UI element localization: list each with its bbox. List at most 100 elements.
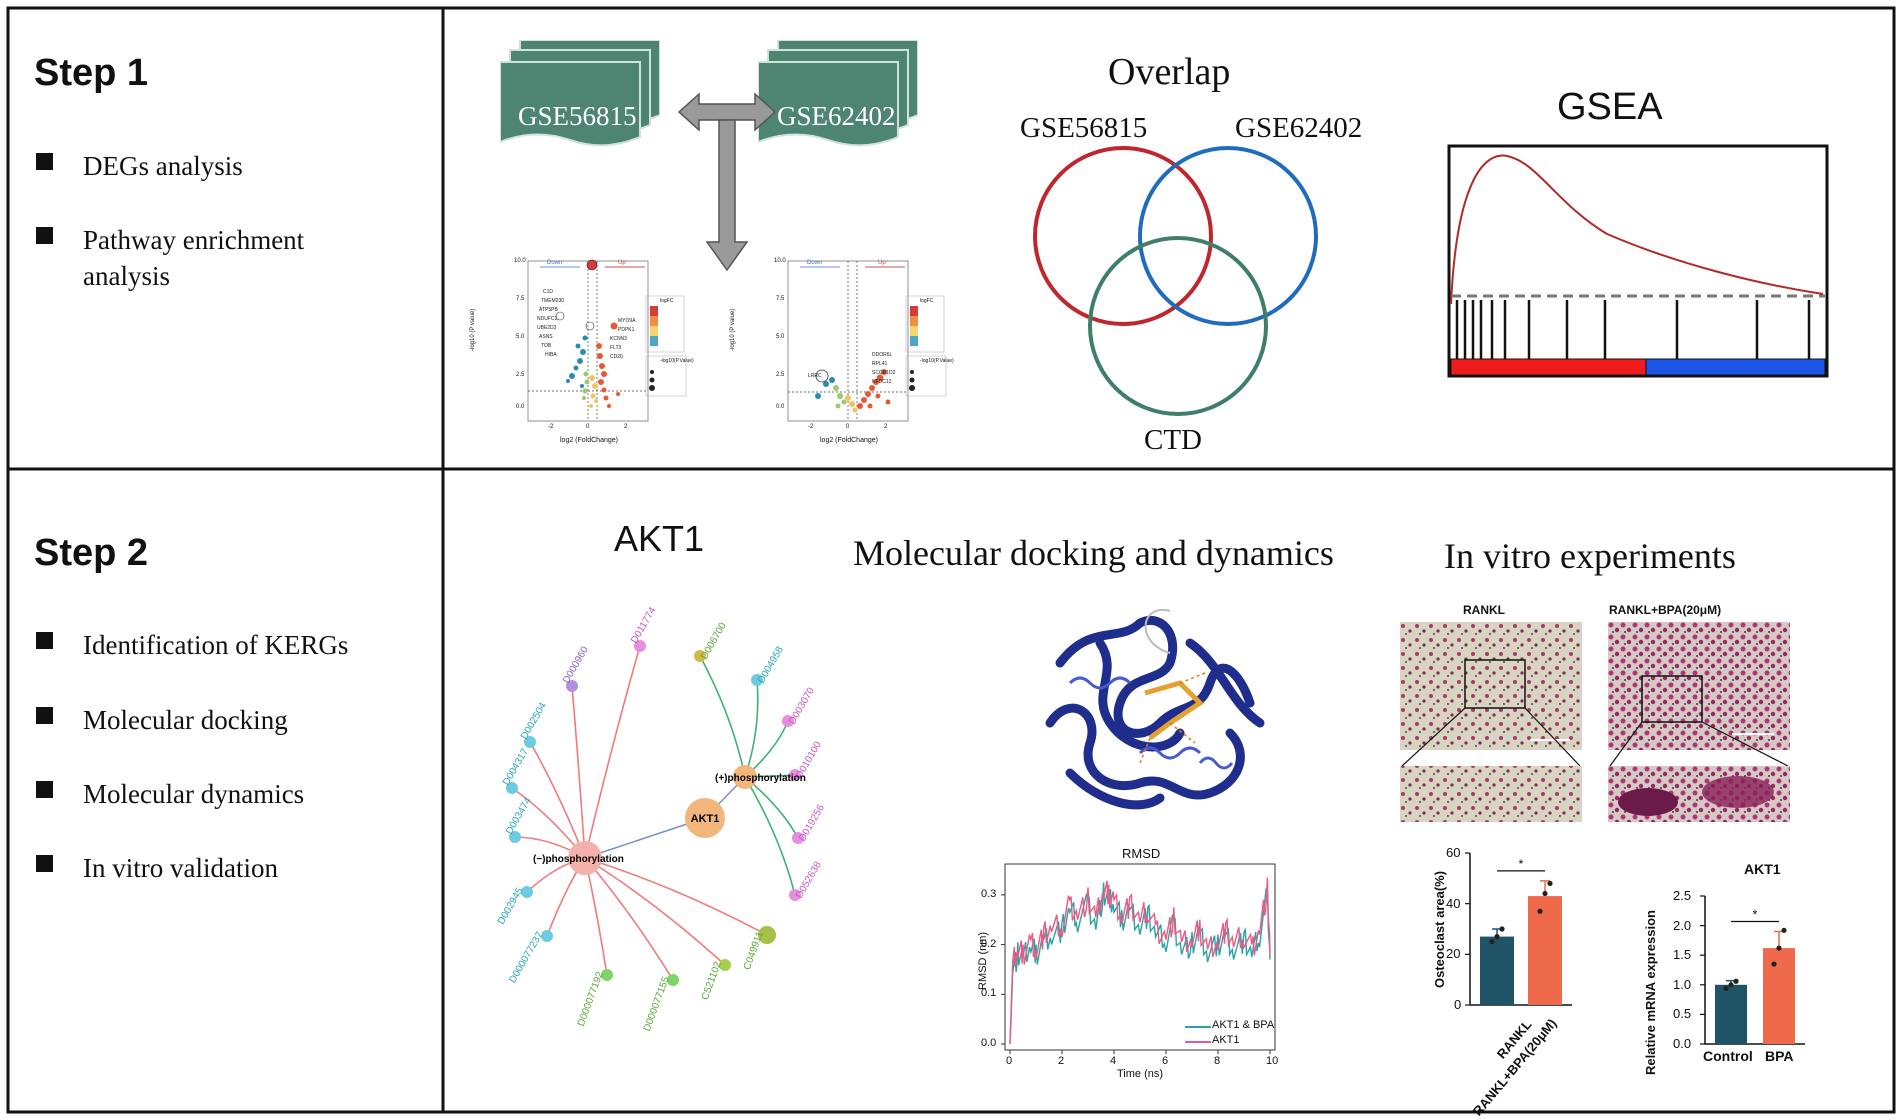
- network-node: [789, 889, 801, 901]
- network-node: [751, 674, 763, 686]
- volcano2-gene-label: NFDC12: [872, 379, 892, 385]
- volcano2-legend-logfc: logFC: [920, 298, 934, 304]
- bar-point: [1489, 939, 1495, 945]
- volcano2-legend-p: -log10(P.Value): [920, 358, 954, 364]
- volcano2-gene-label: SCGB1D2: [872, 370, 896, 376]
- network-node: [509, 831, 521, 843]
- volcano2-gene-label: RPL41: [872, 361, 888, 367]
- bar-ytick-label: 60: [1446, 845, 1461, 860]
- bar-point: [1542, 890, 1548, 897]
- bar2-ylabel: Relative mRNA expression: [1643, 910, 1658, 1075]
- bar-point: [1499, 926, 1505, 932]
- volcano1-gene-label: C1D: [543, 289, 554, 295]
- network-node-label: D004958: [756, 644, 786, 685]
- step2-bullet-1: Identification of KERGs: [36, 627, 348, 663]
- center-node-label: AKT1: [691, 813, 720, 825]
- bar-ytick-label: 0: [1454, 997, 1462, 1012]
- network-node: [789, 769, 801, 781]
- volcano1-ytick-2: 5.0: [516, 334, 525, 340]
- network-node-label: D000960: [561, 644, 591, 685]
- dataset-stack-1: [500, 40, 660, 147]
- network-node: [634, 640, 646, 652]
- network-node-label: D003474: [504, 795, 534, 836]
- bar-mark: [1763, 948, 1795, 1044]
- venn-diagram: [1033, 146, 1318, 416]
- volcano1-xlabel: log2 (FoldChange): [560, 437, 618, 444]
- bar-point: [1728, 982, 1734, 988]
- network-node: [782, 715, 794, 727]
- rmsd-xtick-label: 4: [1110, 1055, 1117, 1067]
- network-node-label: C049911: [742, 930, 766, 972]
- gsea-title: GSEA: [1557, 86, 1663, 128]
- volcano1-down: Down: [547, 260, 563, 266]
- volcano1-xtick-0: -2: [548, 424, 554, 430]
- rmsd-legend-1: AKT1 & BPA: [1212, 1019, 1275, 1031]
- bar-ytick-label: 2.0: [1673, 917, 1692, 933]
- micrograph-rankl-bpa: [1608, 622, 1790, 822]
- bar-ytick-label: 40: [1446, 895, 1461, 911]
- rmsd-xtick-label: 8: [1214, 1055, 1221, 1067]
- rmsd-title: RMSD: [1122, 846, 1161, 861]
- network-node: [506, 782, 518, 794]
- bar-mark: [1528, 896, 1562, 1005]
- volcano2-gene-label: LRRC: [808, 373, 822, 379]
- bar-ytick-label: 20: [1446, 946, 1461, 962]
- docking-title: Molecular docking and dynamics: [853, 533, 1334, 573]
- venn-label-3: CTD: [1144, 424, 1202, 456]
- volcano1-gene-label: ATP5PB: [539, 307, 558, 313]
- micrograph-rankl: [1400, 622, 1582, 822]
- rmsd-chart: [1001, 863, 1276, 1054]
- bar-point: [1733, 978, 1739, 984]
- volcano1-gene-label: MYO9A: [618, 318, 636, 324]
- volcano2-xtick-0: -2: [808, 424, 814, 430]
- rmsd-xtick-label: 6: [1162, 1055, 1169, 1067]
- akt1-network: D006700D004958D003070D010100D019256D0526…: [496, 605, 827, 1033]
- volcano1-gene-label: PDPK1: [618, 327, 635, 333]
- venn-label-2: GSE62402: [1235, 112, 1363, 144]
- rmsd-ytick-label: 0.2: [981, 937, 997, 950]
- invitro-label-1: RANKL: [1463, 603, 1505, 617]
- rmsd-ytick-label: 0.0: [981, 1037, 997, 1049]
- network-node-label: D000077192: [576, 970, 606, 1028]
- network-node-label: D052638: [794, 859, 824, 900]
- volcano1-ytick-1: 7.5: [516, 296, 525, 302]
- rmsd-legend-swatches: [1185, 1026, 1211, 1043]
- bar-point: [1547, 880, 1553, 886]
- step2-bullet-3: Molecular dynamics: [36, 776, 304, 812]
- volcano-plot-1: [527, 259, 687, 422]
- volcano1-ytick-3: 2.5: [516, 372, 525, 378]
- volcano1-gene-label: TMEM230: [541, 298, 565, 304]
- network-node-label: D002504: [519, 700, 549, 741]
- volcano1-gene-label: CD20: [610, 354, 623, 360]
- bar-point: [1781, 927, 1787, 933]
- network-edge: [584, 857, 768, 936]
- network-edge: [584, 857, 726, 966]
- volcano2-up: Up: [878, 260, 886, 266]
- step1-title: Step 1: [34, 52, 149, 94]
- step1-bullet-1: DEGs analysis: [36, 148, 243, 184]
- volcano2-ytick-2: 5.0: [776, 334, 785, 340]
- network-node: [719, 959, 731, 971]
- bar-ytick-label: 0.0: [1673, 1036, 1692, 1051]
- network-edge: [744, 679, 759, 778]
- network-node: [524, 736, 536, 748]
- bar-mark: [1715, 984, 1747, 1044]
- network-node-label: D000077237: [507, 930, 545, 985]
- volcano1-gene-label: UBE2D3: [537, 325, 557, 331]
- volcano1-legend-p: -log10(P.Value): [660, 358, 694, 364]
- volcano1-gene-label: ASNS: [539, 334, 553, 340]
- network-node-label: D019256: [797, 802, 827, 843]
- network-node-label: D004317: [501, 746, 531, 787]
- bar-point: [1771, 961, 1777, 967]
- step2-bullet-2: Molecular docking: [36, 702, 288, 738]
- significance-star: *: [1753, 908, 1758, 922]
- osteoclast-bar-chart: *: [1465, 852, 1572, 1006]
- rmsd-ytick-label: 0.1: [981, 987, 997, 1000]
- hub-node-negative: [568, 841, 602, 875]
- venn-label-1: GSE56815: [1020, 112, 1148, 144]
- overlap-title: Overlap: [1108, 51, 1231, 93]
- volcano1-gene-label: TOB: [541, 343, 552, 349]
- volcano1-ytick-4: 0.0: [516, 404, 525, 410]
- volcano1-gene-label: KCNN3: [610, 336, 627, 342]
